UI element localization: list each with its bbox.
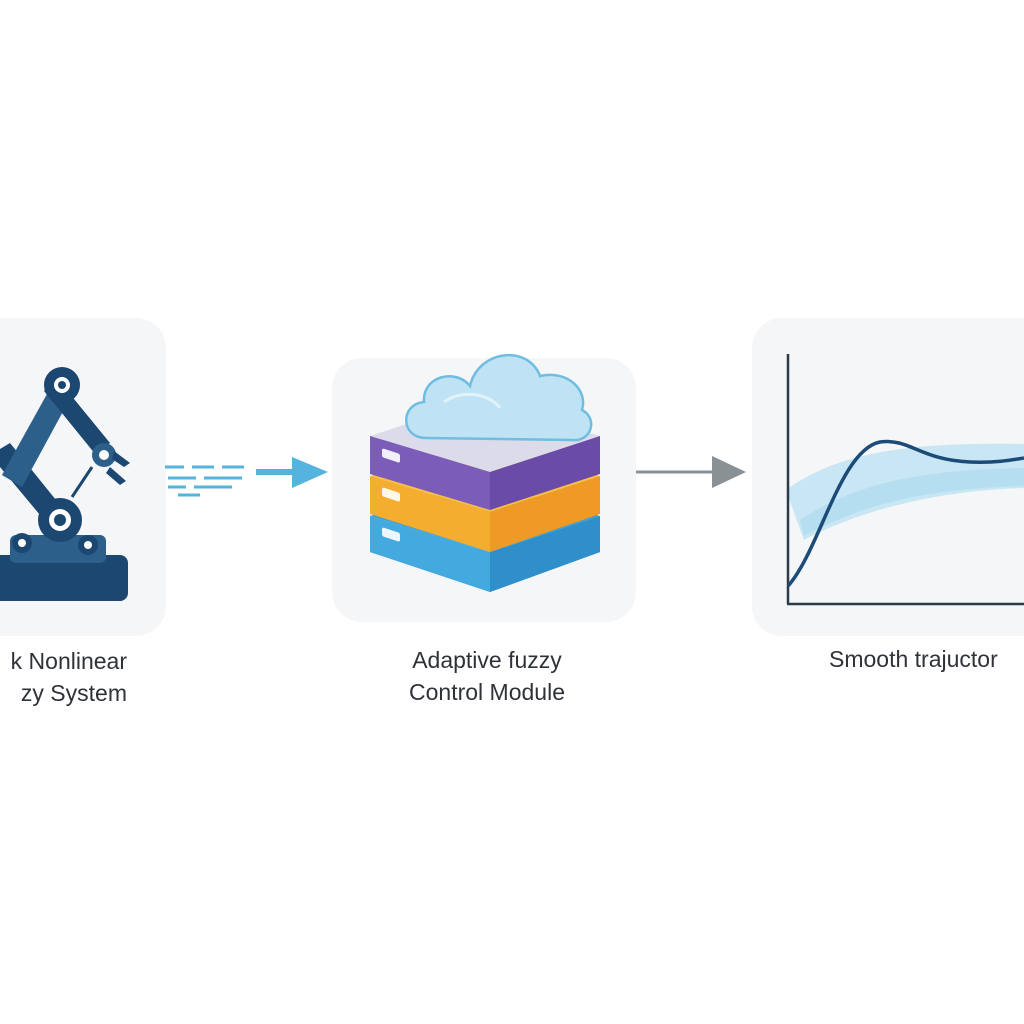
- stage-label-left: k Nonlinear zy System: [11, 645, 127, 709]
- stage-label-line: Smooth trajuctor: [829, 646, 998, 672]
- stage-label-center: Adaptive fuzzy Control Module: [362, 644, 612, 708]
- solid-flow-arrow: [636, 456, 746, 488]
- stage-label-right: Smooth trajuctor: [829, 643, 998, 675]
- stage-label-line: Adaptive fuzzy: [412, 647, 562, 673]
- trajectory-plot-icon: [786, 354, 1024, 606]
- trajectory-curve: [786, 439, 1024, 588]
- robot-arm-icon: [0, 367, 130, 601]
- stage-label-line: zy System: [20, 680, 127, 706]
- dashed-flow-arrow: [165, 457, 328, 497]
- stage-label-line: Control Module: [409, 679, 565, 705]
- cloud-layer-stack-icon: [370, 353, 600, 592]
- stage-label-line: k Nonlinear: [10, 648, 127, 674]
